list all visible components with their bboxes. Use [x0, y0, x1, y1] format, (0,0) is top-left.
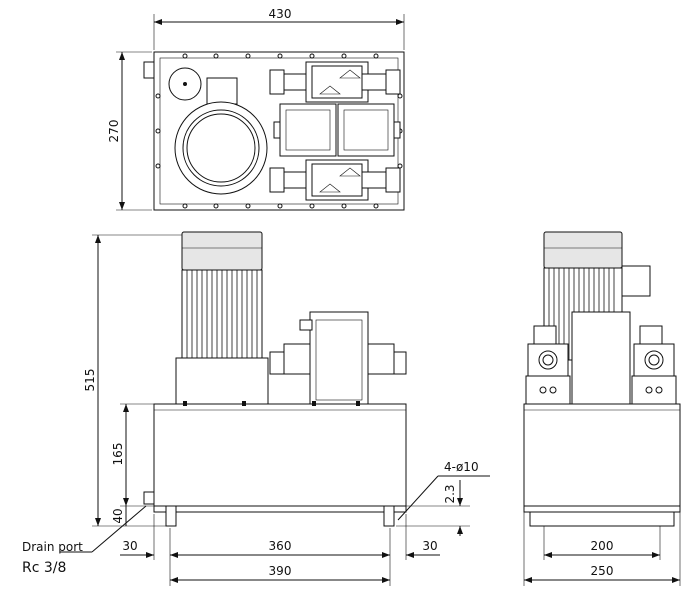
side-motor-fan-cover [543, 231, 623, 269]
oil-tank [153, 403, 407, 507]
dim-30-right-label: 30 [422, 539, 437, 553]
dim-165-label: 165 [111, 443, 125, 466]
top-view: 430 270 [107, 7, 405, 211]
side-solenoid-left [533, 325, 557, 345]
drain-port-stub [143, 491, 155, 505]
dim-270-label: 270 [107, 120, 121, 143]
dim-360-label: 360 [269, 539, 292, 553]
motor-top [174, 101, 268, 195]
front-view: 515 165 40 [22, 231, 490, 586]
valve-lower-top [269, 159, 401, 201]
dim-250-label: 250 [591, 564, 614, 578]
valve-stack-front [309, 311, 369, 405]
side-valve-stack [571, 311, 631, 405]
dim-2-3-label: 2.3 [443, 484, 457, 503]
foot-right [383, 505, 395, 527]
valve-upper-top [269, 61, 401, 103]
dim-390-label: 390 [269, 564, 292, 578]
solenoid-left [269, 351, 285, 375]
manifold-left-top [279, 103, 337, 157]
dim-30-left-label: 30 [122, 539, 137, 553]
hole-leader [397, 475, 439, 521]
drain-leader [91, 505, 147, 553]
side-base [529, 511, 675, 527]
dim-515-label: 515 [83, 369, 97, 392]
hole-spec-label: 4-ø10 [444, 460, 479, 474]
side-view: 200 250 [523, 231, 681, 586]
manifold-right-top [337, 103, 395, 157]
solenoid-right [393, 351, 407, 375]
side-terminal-box [621, 265, 651, 297]
drain-stub-top [143, 61, 155, 79]
foot-left [165, 505, 177, 527]
motor-terminal-box-top [206, 77, 238, 105]
tank-top-bolts [183, 401, 360, 406]
drain-port-label: Drain port [22, 540, 83, 554]
drain-thread-label: Rc 3/8 [22, 560, 66, 576]
motor-fan-cover [181, 231, 263, 271]
side-oil-tank [523, 403, 681, 507]
side-solenoid-right [639, 325, 663, 345]
motor-fins [186, 270, 258, 358]
dim-40-label: 40 [111, 508, 125, 523]
pump-adapter [175, 357, 269, 405]
plate-bolt-holes [155, 53, 403, 209]
dim-200-label: 200 [591, 539, 614, 553]
dim-430-label: 430 [269, 7, 292, 21]
